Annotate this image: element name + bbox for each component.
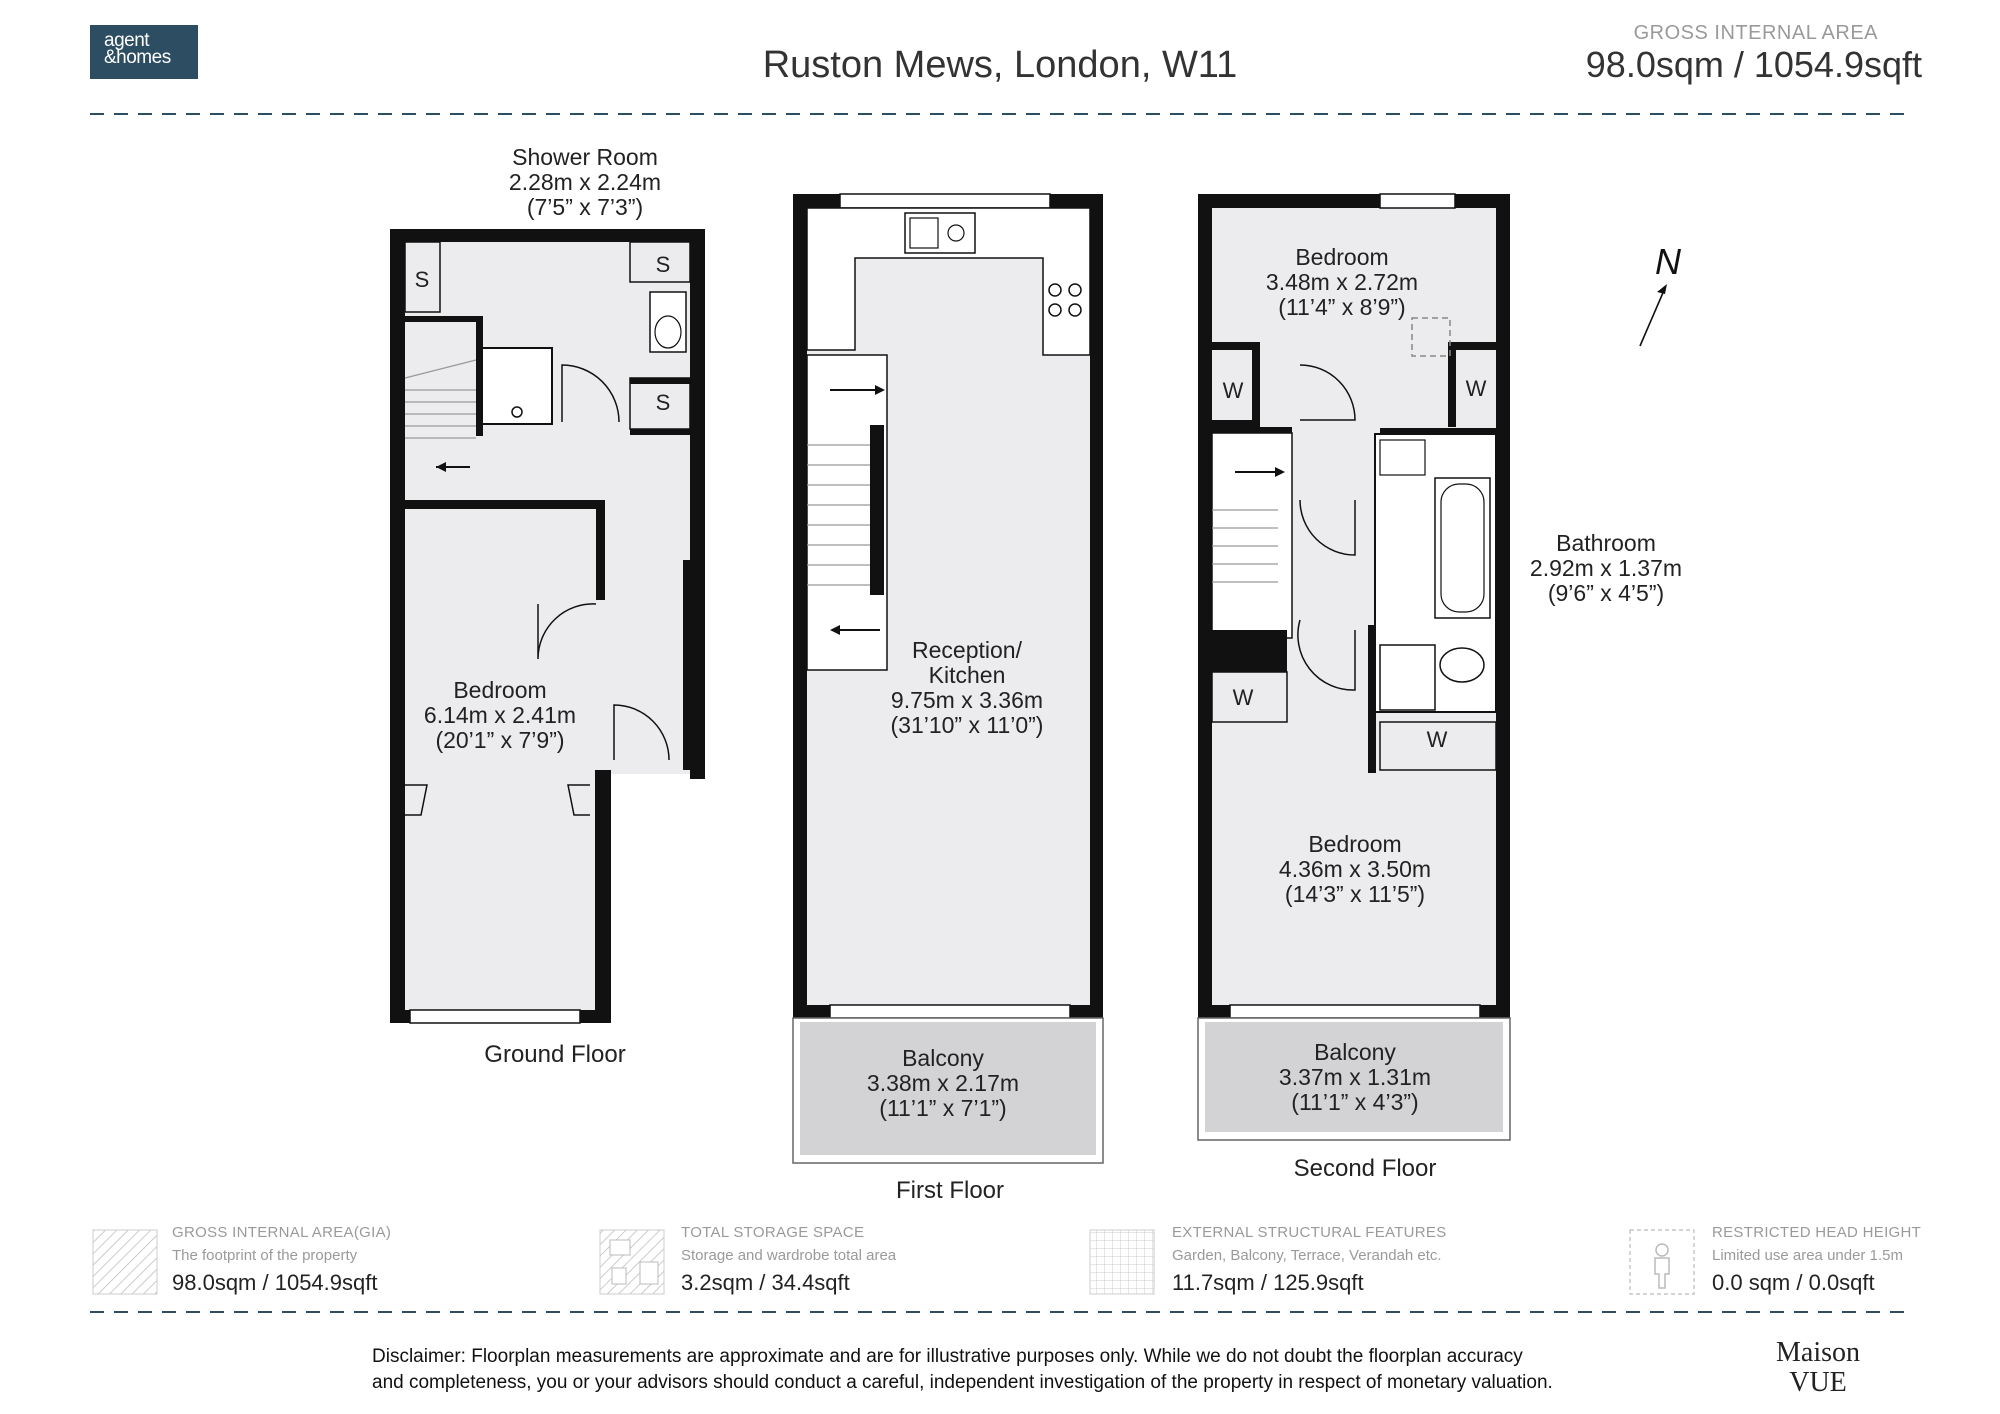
- storage-pattern-icon: [599, 1229, 665, 1295]
- legend-gia: GROSS INTERNAL AREA(GIA) The footprint o…: [172, 1224, 592, 1296]
- maison-vue-logo: Maison VUE: [1776, 1338, 1860, 1398]
- hatched-area-icon: [92, 1229, 158, 1295]
- legend-restricted-value: 0.0 sqm / 0.0sqft: [1712, 1270, 1875, 1295]
- first-balcony-imperial: (11’1” x 7’1”): [879, 1095, 1006, 1121]
- legend-external-sub: Garden, Balcony, Terrace, Verandah etc.: [1172, 1247, 1442, 1264]
- second-balcony-name: Balcony: [1314, 1039, 1396, 1065]
- wardrobe-mark-4: W: [1427, 727, 1448, 752]
- legend-storage-sub: Storage and wardrobe total area: [681, 1247, 897, 1264]
- legend-external: EXTERNAL STRUCTURAL FEATURES Garden, Bal…: [1172, 1224, 1592, 1296]
- second-bedroom-bottom-imperial: (14’3” x 11’5”): [1285, 881, 1425, 907]
- legend-gia-sub: The footprint of the property: [172, 1247, 358, 1264]
- north-arrow-icon: N: [1639, 241, 1682, 347]
- agent-homes-logo: agent &homes: [90, 25, 198, 79]
- reception-imperial: (31’10” x 11’0”): [891, 712, 1044, 738]
- logo-line-1: agent: [104, 30, 150, 51]
- second-bedroom-top-name: Bedroom: [1295, 244, 1388, 270]
- bathroom-name: Bathroom: [1556, 530, 1656, 556]
- logo-line-2: &homes: [104, 47, 171, 68]
- gia-header-value: 98.0sqm / 1054.9sqft: [1585, 44, 1922, 85]
- second-floor-plan: [1197, 193, 1511, 1141]
- second-bedroom-bottom-name: Bedroom: [1308, 831, 1401, 857]
- legend-storage-title: TOTAL STORAGE SPACE: [681, 1224, 865, 1241]
- brand-line-1: Maison: [1776, 1337, 1860, 1368]
- disclaimer-line-2: and completeness, you or your advisors s…: [372, 1372, 1553, 1393]
- shower-room-name: Shower Room: [512, 144, 658, 170]
- shower-room-metric: 2.28m x 2.24m: [509, 169, 661, 195]
- grid-pattern-icon: [1089, 1229, 1155, 1295]
- second-floor-label: Second Floor: [1294, 1155, 1437, 1182]
- first-balcony-metric: 3.38m x 2.17m: [867, 1070, 1019, 1096]
- shower-room-imperial: (7’5” x 7’3”): [527, 194, 643, 220]
- ground-floor-label: Ground Floor: [484, 1041, 625, 1068]
- second-balcony-metric: 3.37m x 1.31m: [1279, 1064, 1431, 1090]
- second-bedroom-bottom-metric: 4.36m x 3.50m: [1279, 856, 1431, 882]
- north-label: N: [1655, 241, 1682, 282]
- second-bedroom-top-metric: 3.48m x 2.72m: [1266, 269, 1418, 295]
- second-balcony-imperial: (11’1” x 4’3”): [1291, 1089, 1418, 1115]
- legend-restricted-title: RESTRICTED HEAD HEIGHT: [1712, 1224, 1922, 1241]
- ground-bedroom-imperial: (20’1” x 7’9”): [435, 727, 564, 753]
- reception-name-2: Kitchen: [929, 662, 1006, 688]
- reception-name-1: Reception/: [912, 637, 1023, 663]
- legend-restricted: RESTRICTED HEAD HEIGHT Limited use area …: [1712, 1224, 1972, 1296]
- ground-bedroom-metric: 6.14m x 2.41m: [424, 702, 576, 728]
- wardrobe-mark-1: W: [1223, 378, 1244, 403]
- storage-mark-3: S: [656, 390, 671, 415]
- legend-gia-title: GROSS INTERNAL AREA(GIA): [172, 1224, 392, 1241]
- brand-line-2: VUE: [1789, 1367, 1847, 1398]
- gia-header-label: GROSS INTERNAL AREA: [1633, 22, 1878, 44]
- legend-external-title: EXTERNAL STRUCTURAL FEATURES: [1172, 1224, 1447, 1241]
- ground-bedroom-name: Bedroom: [453, 677, 546, 703]
- reception-metric: 9.75m x 3.36m: [891, 687, 1043, 713]
- second-bedroom-top-imperial: (11’4” x 8’9”): [1278, 294, 1405, 320]
- first-floor-plan: [792, 193, 1104, 1164]
- storage-mark-1: S: [415, 267, 430, 292]
- legend-restricted-sub: Limited use area under 1.5m: [1712, 1247, 1903, 1264]
- legend-gia-value: 98.0sqm / 1054.9sqft: [172, 1270, 378, 1295]
- legend-storage: TOTAL STORAGE SPACE Storage and wardrobe…: [681, 1224, 1101, 1296]
- ground-floor-plan: [390, 229, 705, 1024]
- legend-external-value: 11.7sqm / 125.9sqft: [1172, 1270, 1364, 1295]
- disclaimer: Disclaimer: Floorplan measurements are a…: [372, 1344, 1652, 1396]
- wardrobe-mark-3: W: [1233, 685, 1254, 710]
- first-balcony-name: Balcony: [902, 1045, 984, 1071]
- page-title: Ruston Mews, London, W11: [762, 44, 1238, 86]
- legend-storage-value: 3.2sqm / 34.4sqft: [681, 1270, 850, 1295]
- disclaimer-line-1: Disclaimer: Floorplan measurements are a…: [372, 1346, 1523, 1367]
- bathroom-imperial: (9’6” x 4’5”): [1548, 580, 1664, 606]
- storage-mark-2: S: [656, 252, 671, 277]
- wardrobe-mark-2: W: [1466, 376, 1487, 401]
- person-height-icon: [1629, 1229, 1695, 1295]
- bathroom-metric: 2.92m x 1.37m: [1530, 555, 1682, 581]
- first-floor-label: First Floor: [896, 1177, 1004, 1204]
